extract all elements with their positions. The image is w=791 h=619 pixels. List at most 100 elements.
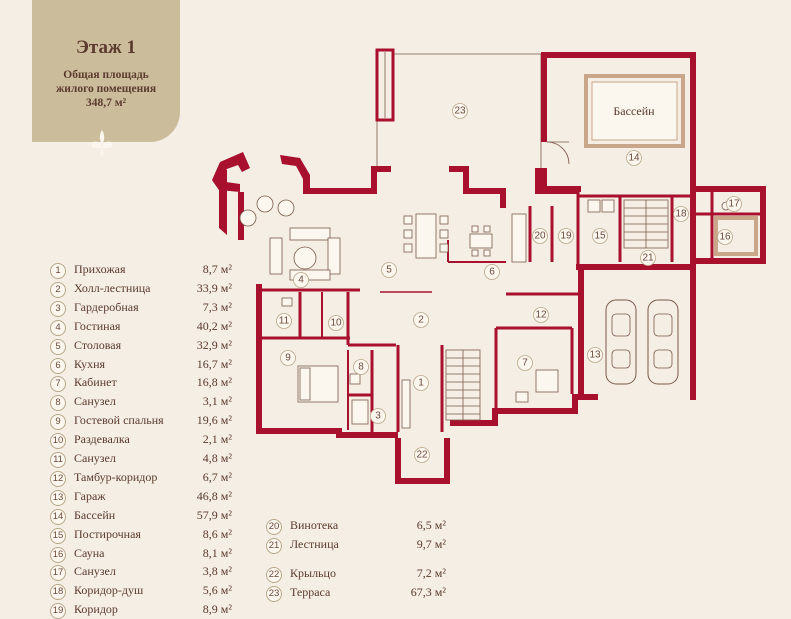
room-number-circle xyxy=(533,307,549,323)
room-number: 10 xyxy=(330,318,342,329)
legend-number: 8 xyxy=(50,395,66,412)
legend-area: 57,9 м² xyxy=(196,507,232,522)
legend-area: 8,6 м² xyxy=(202,526,232,541)
legend-label: Лестница xyxy=(290,536,339,551)
legend-item: 9 Гостевой спальня 19,6 м² xyxy=(50,412,232,431)
legend-area: 3,8 м² xyxy=(202,564,232,579)
legend-item: 15 Постирочная 8,6 м² xyxy=(50,526,232,544)
room-number-circle xyxy=(276,313,292,329)
room-number: 17 xyxy=(728,199,740,210)
room-number: 3 xyxy=(375,411,381,422)
room-number-circle xyxy=(587,347,603,363)
legend-area: 6,5 м² xyxy=(416,518,446,532)
room-number-circle xyxy=(717,229,733,245)
legend-area: 16,7 м² xyxy=(196,356,232,371)
legend-area: 7,3 м² xyxy=(202,299,232,314)
room-number-circle xyxy=(484,264,500,280)
title-plate: Этаж 1 Общая площадь жилого помещения 34… xyxy=(32,0,180,142)
legend-area: 2,1 м² xyxy=(202,432,232,447)
legend-label: Постирочная xyxy=(74,526,141,541)
room-number: 2 xyxy=(418,315,424,326)
room-number-circle xyxy=(558,228,574,244)
room-number: 4 xyxy=(298,275,304,286)
legend-label: Гостевой спальня xyxy=(74,413,164,428)
room-number: 11 xyxy=(279,316,290,327)
legend-label: Санузел xyxy=(74,451,116,465)
room-number-circle xyxy=(592,228,608,244)
legend-number: 2 xyxy=(50,281,66,298)
legend-number: 4 xyxy=(50,319,66,336)
room-number: 5 xyxy=(386,265,392,276)
room-number: 15 xyxy=(594,231,606,242)
legend-number: 7 xyxy=(50,376,66,393)
legend-area: 19,6 м² xyxy=(196,413,232,428)
legend-area: 5,6 м² xyxy=(202,583,232,598)
room-number-circle xyxy=(353,359,369,375)
room-number-circle xyxy=(726,196,742,212)
total-area-caption: Общая площадь жилого помещения 348,7 м² xyxy=(32,68,180,110)
subtitle-line-3: 348,7 м² xyxy=(85,97,127,109)
legend-number: 9 xyxy=(50,414,66,431)
room-number: 1 xyxy=(418,378,424,389)
legend-number: 16 xyxy=(50,546,66,563)
exterior-walls xyxy=(212,152,766,484)
room-number: 22 xyxy=(416,450,428,461)
legend-label: Крыльцо xyxy=(290,566,336,581)
legend-label: Столовая xyxy=(74,337,122,352)
room-number-circle xyxy=(517,355,533,371)
interior-walls xyxy=(262,192,760,432)
legend-label: Коридор-душ xyxy=(74,583,144,598)
legend-number: 14 xyxy=(50,508,66,525)
legend-number: 5 xyxy=(50,338,66,355)
room-number-circle xyxy=(673,206,689,222)
legend-area: 3,1 м² xyxy=(202,394,232,409)
room-number: 8 xyxy=(358,362,364,373)
room-number: 16 xyxy=(719,232,731,243)
legend-area: 67,3 м² xyxy=(410,585,446,600)
legend-label: Санузел xyxy=(74,394,116,409)
room-number-circle xyxy=(413,312,429,328)
legend-area: 6,7 м² xyxy=(202,469,232,484)
legend-number: 18 xyxy=(50,584,66,601)
legend-number: 22 xyxy=(266,567,282,584)
pool-room: Бассейн xyxy=(541,52,696,192)
legend-label: Гостиная xyxy=(74,318,121,333)
legend-item: 11 Санузел 4,8 м² xyxy=(50,450,232,468)
room-number: 7 xyxy=(522,358,528,369)
room-number-circle xyxy=(414,447,430,463)
legend-label: Сауна xyxy=(74,545,105,560)
room-number-circle xyxy=(413,375,429,391)
room-number: 14 xyxy=(628,153,640,164)
legend-number: 3 xyxy=(50,300,66,317)
room-number: 6 xyxy=(489,267,495,278)
subtitle-line-2: жилого помещения xyxy=(55,83,157,95)
legend-number: 10 xyxy=(50,433,66,450)
legend-area: 4,8 м² xyxy=(202,451,232,465)
legend-number: 23 xyxy=(266,586,282,603)
room-number-circle xyxy=(293,272,309,288)
legend-number: 20 xyxy=(266,519,282,535)
legend-item: 18 Коридор-душ 5,6 м² xyxy=(50,582,232,601)
room-number-circle xyxy=(381,262,397,278)
legend-label: Санузел xyxy=(74,564,116,579)
room-number-circle xyxy=(640,250,656,266)
legend-number: 21 xyxy=(266,537,282,554)
room-number-circle xyxy=(370,408,386,424)
legend-number: 15 xyxy=(50,527,66,544)
legend-number: 11 xyxy=(50,452,66,468)
legend-area: 40,2 м² xyxy=(196,318,232,333)
legend-area: 32,9 м² xyxy=(196,337,232,352)
legend-area: 8,7 м² xyxy=(202,262,232,276)
legend-label: Тамбур-коридор xyxy=(74,469,158,484)
